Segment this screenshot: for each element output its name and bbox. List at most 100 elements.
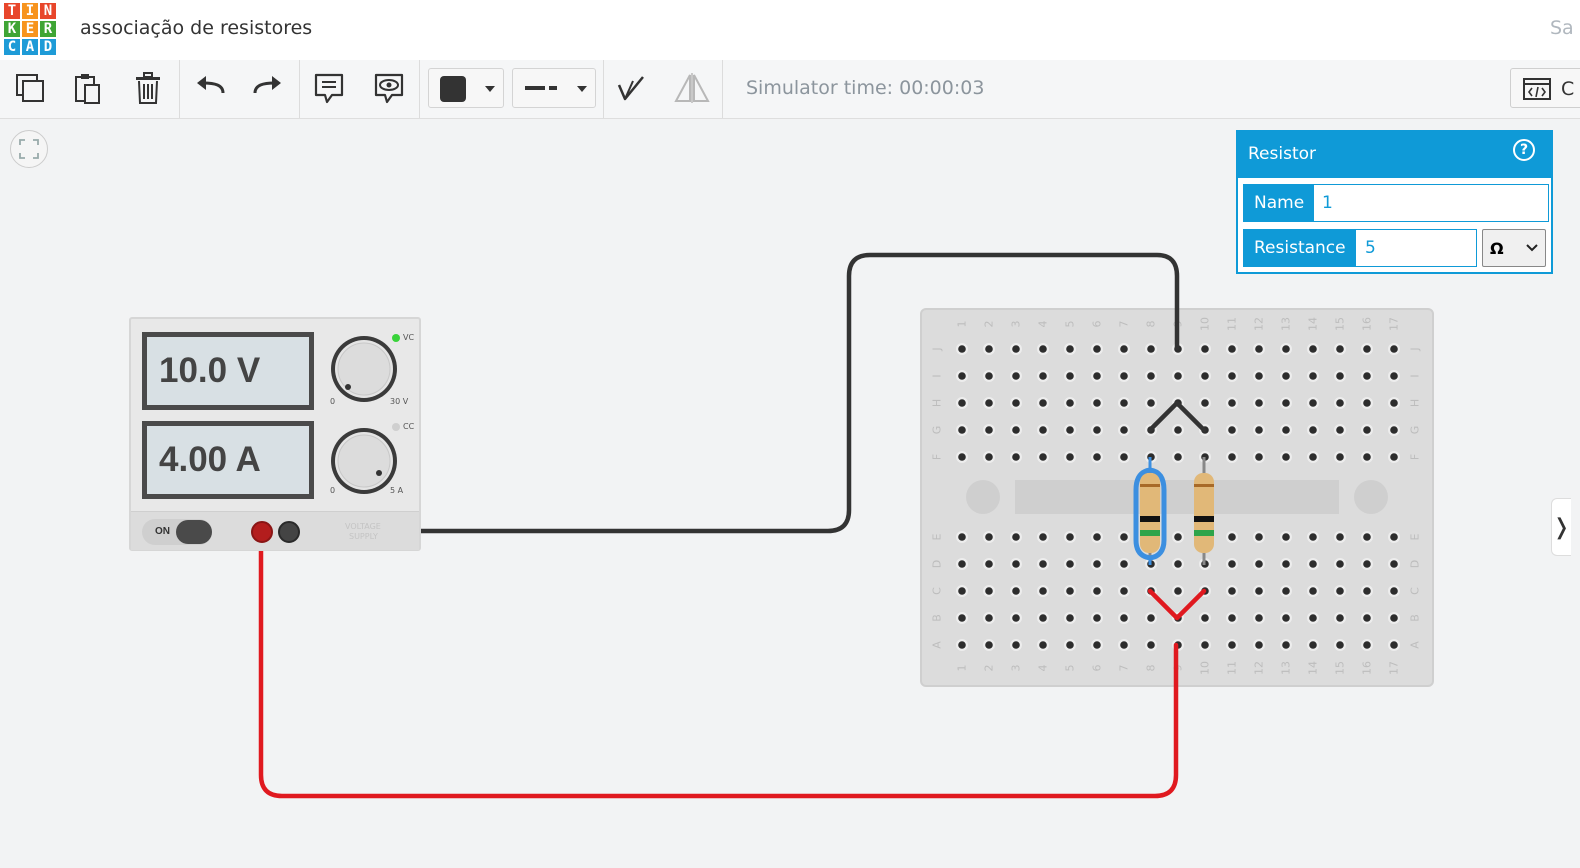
breadboard-hole[interactable] — [1361, 397, 1373, 409]
breadboard-hole[interactable] — [1037, 612, 1049, 624]
breadboard-hole[interactable] — [1064, 370, 1076, 382]
current-knob[interactable] — [326, 427, 406, 503]
breadboard-hole[interactable] — [1145, 639, 1157, 651]
breadboard-hole[interactable] — [956, 558, 968, 570]
breadboard-hole[interactable] — [1199, 397, 1211, 409]
name-input[interactable]: 1 — [1322, 193, 1333, 213]
breadboard-hole[interactable] — [1334, 612, 1346, 624]
breadboard-hole[interactable] — [1361, 370, 1373, 382]
breadboard-hole[interactable] — [1037, 531, 1049, 543]
breadboard-hole[interactable] — [1064, 343, 1076, 355]
breadboard-hole[interactable] — [1388, 585, 1400, 597]
power-supply[interactable]: 10.0 V 4.00 A 0 30 V VC 0 5 A CC ON VOLT… — [129, 317, 421, 551]
breadboard-hole[interactable] — [1172, 558, 1184, 570]
help-icon[interactable]: ? — [1513, 139, 1535, 161]
breadboard-hole[interactable] — [1091, 558, 1103, 570]
breadboard-hole[interactable] — [1280, 370, 1292, 382]
breadboard-hole[interactable] — [1145, 343, 1157, 355]
breadboard-hole[interactable] — [1091, 585, 1103, 597]
breadboard-hole[interactable] — [983, 451, 995, 463]
breadboard-hole[interactable] — [1172, 370, 1184, 382]
breadboard-hole[interactable] — [1226, 370, 1238, 382]
breadboard-hole[interactable] — [983, 343, 995, 355]
breadboard-hole[interactable] — [1334, 370, 1346, 382]
breadboard-hole[interactable] — [1280, 558, 1292, 570]
breadboard-hole[interactable] — [1064, 612, 1076, 624]
breadboard-hole[interactable] — [1361, 451, 1373, 463]
jumper-wire-top[interactable] — [1147, 400, 1207, 433]
breadboard-hole[interactable] — [1118, 585, 1130, 597]
breadboard-hole[interactable] — [1334, 343, 1346, 355]
breadboard-hole[interactable] — [1064, 639, 1076, 651]
breadboard-hole[interactable] — [1307, 531, 1319, 543]
breadboard-hole[interactable] — [1253, 424, 1265, 436]
breadboard-hole[interactable] — [1253, 585, 1265, 597]
breadboard-hole[interactable] — [956, 424, 968, 436]
breadboard-hole[interactable] — [1145, 370, 1157, 382]
breadboard-hole[interactable] — [1388, 558, 1400, 570]
breadboard-hole[interactable] — [1334, 531, 1346, 543]
breadboard-hole[interactable] — [1064, 424, 1076, 436]
breadboard-hole[interactable] — [1334, 585, 1346, 597]
resistor-1[interactable] — [1133, 457, 1167, 565]
copy-button[interactable] — [10, 68, 50, 108]
breadboard-hole[interactable] — [1145, 558, 1157, 570]
breadboard-hole[interactable] — [1091, 639, 1103, 651]
breadboard-hole[interactable] — [1118, 639, 1130, 651]
breadboard-hole[interactable] — [1334, 558, 1346, 570]
breadboard-hole[interactable] — [1253, 612, 1265, 624]
breadboard-hole[interactable] — [1118, 424, 1130, 436]
side-panel-toggle[interactable]: ❭ — [1551, 498, 1571, 556]
breadboard-hole[interactable] — [1199, 558, 1211, 570]
breadboard-hole[interactable] — [1280, 612, 1292, 624]
breadboard-hole[interactable] — [1037, 424, 1049, 436]
paste-button[interactable] — [67, 68, 107, 108]
breadboard-hole[interactable] — [1172, 585, 1184, 597]
breadboard-hole[interactable] — [983, 558, 995, 570]
breadboard-hole[interactable] — [1388, 531, 1400, 543]
breadboard-hole[interactable] — [1226, 585, 1238, 597]
resistor-2[interactable] — [1194, 457, 1214, 565]
breadboard-hole[interactable] — [1334, 451, 1346, 463]
breadboard-hole[interactable] — [1226, 397, 1238, 409]
breadboard-hole[interactable] — [956, 451, 968, 463]
breadboard-hole[interactable] — [1010, 558, 1022, 570]
breadboard-hole[interactable] — [983, 639, 995, 651]
fit-view-button[interactable] — [10, 130, 48, 168]
breadboard-hole[interactable] — [956, 343, 968, 355]
breadboard-hole[interactable] — [1199, 451, 1211, 463]
breadboard-hole[interactable] — [1199, 612, 1211, 624]
breadboard-hole[interactable] — [1361, 558, 1373, 570]
breadboard-hole[interactable] — [1118, 343, 1130, 355]
breadboard-hole[interactable] — [956, 585, 968, 597]
breadboard-hole[interactable] — [1280, 585, 1292, 597]
breadboard-hole[interactable] — [1145, 424, 1157, 436]
breadboard-hole[interactable] — [1334, 424, 1346, 436]
breadboard-hole[interactable] — [1145, 585, 1157, 597]
breadboard-hole[interactable] — [1388, 397, 1400, 409]
line-style-dropdown[interactable] — [512, 68, 596, 108]
notes-button[interactable] — [309, 68, 349, 108]
breadboard-hole[interactable] — [983, 612, 995, 624]
breadboard-hole[interactable] — [1226, 639, 1238, 651]
breadboard-hole[interactable] — [1091, 424, 1103, 436]
breadboard-hole[interactable] — [1388, 370, 1400, 382]
breadboard-hole[interactable] — [1091, 370, 1103, 382]
breadboard-hole[interactable] — [1118, 451, 1130, 463]
breadboard-hole[interactable] — [1307, 451, 1319, 463]
breadboard-hole[interactable] — [1253, 639, 1265, 651]
breadboard-hole[interactable] — [1307, 558, 1319, 570]
undo-button[interactable] — [190, 68, 230, 108]
breadboard-hole[interactable] — [1037, 639, 1049, 651]
breadboard-hole[interactable] — [1307, 612, 1319, 624]
breadboard-hole[interactable] — [1307, 370, 1319, 382]
breadboard-hole[interactable] — [1307, 639, 1319, 651]
resistance-unit-select[interactable]: Ω — [1482, 229, 1546, 267]
breadboard-hole[interactable] — [1010, 585, 1022, 597]
breadboard-hole[interactable] — [983, 585, 995, 597]
breadboard-hole[interactable] — [1361, 612, 1373, 624]
breadboard-hole[interactable] — [1307, 424, 1319, 436]
redo-button[interactable] — [248, 68, 288, 108]
voltage-knob[interactable] — [326, 335, 406, 411]
breadboard-hole[interactable] — [1388, 612, 1400, 624]
